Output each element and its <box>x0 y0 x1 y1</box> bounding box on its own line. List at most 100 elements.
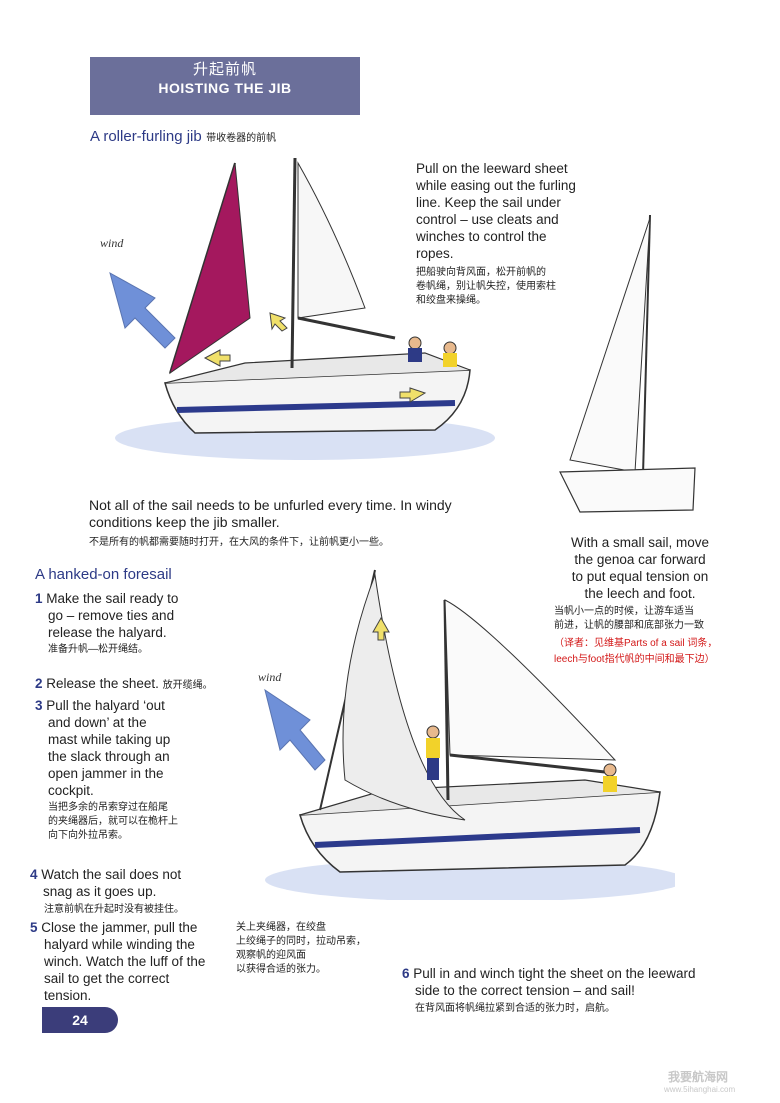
step-4-cn: 注意前帆在升起时没有被挂住。 <box>44 904 184 915</box>
section1-title-cn: 带收卷器的前帆 <box>206 133 277 144</box>
step-cn-line: 的夹绳器后，就可以在桅杆上 <box>48 816 178 827</box>
not-all-sail-text-cn: 不是所有的帆都需要随时打开，在大风的条件下，让前帆更小一些。 <box>89 537 389 548</box>
pull-text-line: Pull on the leeward sheet <box>416 161 568 176</box>
small-sail-line: the leech and foot. <box>584 586 696 601</box>
step-text: Pull in and winch tight the sheet on the… <box>413 966 696 981</box>
pull-text-cn-line: 和绞盘来操绳。 <box>416 295 486 306</box>
small-hull <box>559 467 696 513</box>
small-sail-line: the genoa car forward <box>574 552 706 567</box>
step-text: Watch the sail does not <box>41 867 182 882</box>
step-text: tension. <box>44 988 92 1003</box>
pull-leeward-text: Pull on the leeward sheet while easing o… <box>416 160 616 262</box>
step-5-cn: 关上夹绳器，在绞盘 上绞绳子的同时，拉动吊索， 观察帆的迎风面 以获得合适的张力… <box>236 921 406 977</box>
pull-text-line: control – use cleats and <box>416 212 559 227</box>
crew-at-mast-body <box>426 738 440 758</box>
translator-note-line: （译者：见维基Parts of a sail 词条， <box>554 638 718 649</box>
pull-text-line: winches to control the <box>416 229 547 244</box>
arrow-left <box>203 349 231 367</box>
crew-at-mast-legs <box>427 758 439 780</box>
arrow-up <box>269 312 288 332</box>
pull-text-line: ropes. <box>416 246 454 261</box>
step-number: 4 <box>30 867 38 882</box>
arrow-right <box>399 387 427 403</box>
step-text: winch. Watch the luff of the <box>44 954 206 969</box>
section1-title-row: A roller-furling jib 带收卷器的前帆 <box>90 128 276 146</box>
crew-2 <box>443 341 457 355</box>
pull-text-cn-line: 卷帆绳，别让帆失控，使用索柱 <box>416 281 556 292</box>
pull-text-line: line. Keep the sail under <box>416 195 561 210</box>
pull-leeward-text-cn: 把船驶向背风面，松开前帆的 卷帆绳，别让帆失控，使用索柱 和绞盘来操绳。 <box>416 266 616 308</box>
small-sail-text: With a small sail, move the genoa car fo… <box>550 534 730 602</box>
step-text: and down’ at the <box>48 715 147 730</box>
hull <box>164 369 471 434</box>
section1-title: A roller-furling jib <box>90 128 202 145</box>
step-3-cn: 当把多余的吊索穿过在船尾 的夹绳器后，就可以在桅杆上 向下向外拉吊索。 <box>48 801 178 843</box>
mast <box>290 157 297 369</box>
mast <box>443 599 450 801</box>
hull <box>299 791 661 873</box>
step-text: open jammer in the <box>48 766 164 781</box>
not-all-line: conditions keep the jib smaller. <box>89 514 280 530</box>
step-6: 6 Pull in and winch tight the sheet on t… <box>402 965 762 999</box>
wind-arrow <box>264 688 326 771</box>
small-sail-cn-line: 前进，让帆的腰部和底部张力一致 <box>554 620 704 631</box>
step-1: 1 Make the sail ready to go – remove tie… <box>35 590 235 641</box>
hanked-on-foresail-boat-illustration <box>264 569 675 900</box>
step-text: mast while taking up <box>48 732 171 747</box>
hull-stripe <box>314 827 641 848</box>
step-text: halyard while winding the <box>44 937 195 952</box>
step-text: release the halyard. <box>48 625 167 640</box>
not-all-sail-text: Not all of the sail needs to be unfurled… <box>89 497 549 531</box>
crew-1 <box>408 336 422 350</box>
small-sail <box>569 217 651 473</box>
step-text: Pull the halyard ‘out <box>46 698 165 713</box>
step-2: 2 Release the sheet. 放开缆绳。 <box>35 675 255 693</box>
translator-note-line: leech与foot指代帆的中间和最下边） <box>554 654 715 665</box>
wind-label-top: wind <box>100 236 124 250</box>
step-text: cockpit. <box>48 783 94 798</box>
page-number-badge: 24 <box>42 1007 118 1033</box>
crew-2-body <box>443 353 457 367</box>
crew-in-cockpit-body <box>603 776 617 792</box>
step-5: 5 Close the jammer, pull the halyard whi… <box>30 919 235 1004</box>
section2-title: A hanked-on foresail <box>35 566 172 583</box>
roller-furling-boat-illustration <box>109 157 495 460</box>
small-sail-line: to put equal tension on <box>571 569 709 584</box>
small-sail-text-cn: 当帆小一点的时候，让游车适当 前进，让帆的腰部和底部张力一致 <box>554 605 754 633</box>
crew-in-cockpit <box>603 763 617 777</box>
wind-arrow <box>109 271 176 349</box>
step-text: side to the correct tension – and sail! <box>415 983 635 998</box>
boom <box>449 753 606 774</box>
step-1-cn: 准备升帆—松开绳结。 <box>48 644 148 655</box>
small-sail-illustration <box>559 214 696 513</box>
step-number: 6 <box>402 966 410 981</box>
boom <box>297 316 396 340</box>
step-text: sail to get the correct <box>44 971 170 986</box>
watermark-cn: 我要航海网 <box>668 1070 729 1084</box>
header-title-en: HOISTING THE JIB <box>158 80 292 96</box>
step-cn-line: 观察帆的迎风面 <box>236 950 306 961</box>
small-mast <box>642 214 651 476</box>
foresail-dropped <box>342 573 466 821</box>
step-cn-line: 向下向外拉吊索。 <box>48 830 128 841</box>
step-number: 2 <box>35 676 43 691</box>
step-cn-line: 关上夹绳器，在绞盘 <box>236 922 326 933</box>
not-all-line: Not all of the sail needs to be unfurled… <box>89 497 452 513</box>
crew-at-mast <box>426 725 440 739</box>
step-number: 3 <box>35 698 43 713</box>
pull-text-cn-line: 把船驶向背风面，松开前帆的 <box>416 267 546 278</box>
translator-note: （译者：见维基Parts of a sail 词条， leech与foot指代帆… <box>554 636 774 668</box>
mainsail-furled <box>444 599 617 761</box>
mainsail <box>297 161 366 319</box>
pull-text-line: while easing out the furling <box>416 178 576 193</box>
step-number: 5 <box>30 920 38 935</box>
step-cn-line: 上绞绳子的同时，拉动吊索， <box>236 936 366 947</box>
step-cn-line: 以获得合适的张力。 <box>236 964 326 975</box>
wind-label-bottom: wind <box>258 670 282 684</box>
header-title-cn: 升起前帆 <box>192 61 257 78</box>
section-header: 升起前帆 HOISTING THE JIB <box>90 57 360 115</box>
crew-1-body <box>408 348 422 362</box>
small-sail-line: With a small sail, move <box>570 535 710 550</box>
hull-stripe <box>176 400 456 413</box>
step-6-cn: 在背风面将帆绳拉紧到合适的张力时，启航。 <box>415 1003 615 1014</box>
